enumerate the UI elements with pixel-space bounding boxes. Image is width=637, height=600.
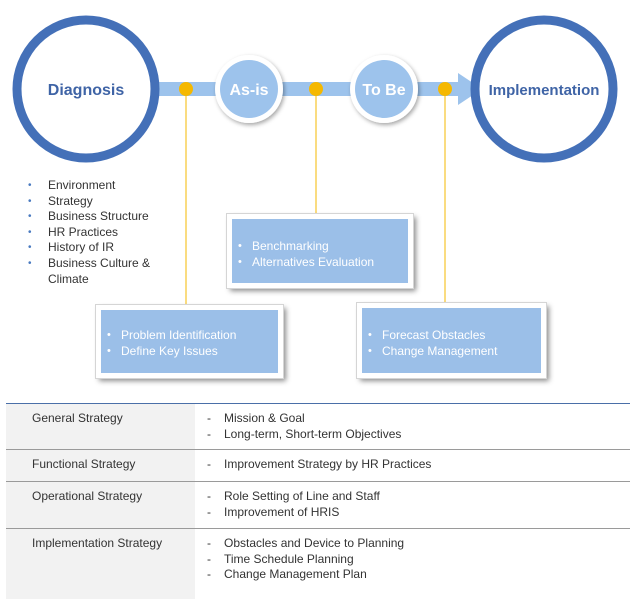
list-item: Time Schedule Planning [207,552,630,568]
implementation-label: Implementation [489,82,600,99]
to-be-circle [355,60,413,118]
list-item: Role Setting of Line and Staff [207,489,630,505]
node-dot [438,82,452,96]
list-item: Improvement Strategy by HR Practices [207,457,630,473]
row-label: Operational Strategy [6,481,195,530]
row-items: Obstacles and Device to Planning Time Sc… [195,529,630,599]
list-item: Alternatives Evaluation [232,254,408,270]
node-dot [309,82,323,96]
as-is-circle [220,60,278,118]
list-item: Change Management [362,343,541,359]
as-is-task-box: Benchmarking Alternatives Evaluation [226,213,414,289]
table-row: Functional Strategy Improvement Strategy… [6,449,630,483]
list-item: Mission & Goal [207,411,630,427]
to-be-label: To Be [362,82,405,99]
diagnosis-circle [12,15,160,163]
diagnosis-label: Diagnosis [48,82,125,99]
as-is-label: As-is [229,82,268,99]
list-item: Define Key Issues [101,343,278,359]
list-item: Strategy [28,194,178,210]
list-item: History of IR [28,240,178,256]
table-row: Implementation Strategy Obstacles and De… [6,528,630,599]
process-flow-diagram: Diagnosis Implementation As-is To Be [12,15,618,305]
list-item: HR Practices [28,225,178,241]
list-item: Environment [28,178,178,194]
row-label: General Strategy [6,402,195,451]
table-row: General Strategy Mission & Goal Long-ter… [6,402,630,451]
row-items: Mission & Goal Long-term, Short-term Obj… [195,402,630,451]
arrow-head-icon [458,73,482,105]
list-item: Business Structure [28,209,178,225]
strategy-table: General Strategy Mission & Goal Long-ter… [6,402,630,599]
list-item: Change Management Plan [207,567,630,583]
diagnosis-factor-list: Environment Strategy Business Structure … [28,178,178,287]
row-items: Role Setting of Line and Staff Improveme… [195,481,630,530]
list-item: Benchmarking [232,238,408,254]
implementation-circle [470,15,618,163]
list-item: Forecast Obstacles [362,327,541,343]
row-items: Improvement Strategy by HR Practices [195,449,630,483]
row-label: Implementation Strategy [6,528,195,599]
list-item: Long-term, Short-term Objectives [207,427,630,443]
node-dot [179,82,193,96]
list-item: Obstacles and Device to Planning [207,536,630,552]
list-item: Improvement of HRIS [207,505,630,521]
list-item: Problem Identification [101,327,278,343]
list-item: Business Culture & Climate [28,256,178,287]
to-be-task-box: Forecast Obstacles Change Management [356,302,547,379]
row-label: Functional Strategy [6,449,195,483]
diagnosis-task-box: Problem Identification Define Key Issues [95,304,284,379]
table-row: Operational Strategy Role Setting of Lin… [6,481,630,530]
